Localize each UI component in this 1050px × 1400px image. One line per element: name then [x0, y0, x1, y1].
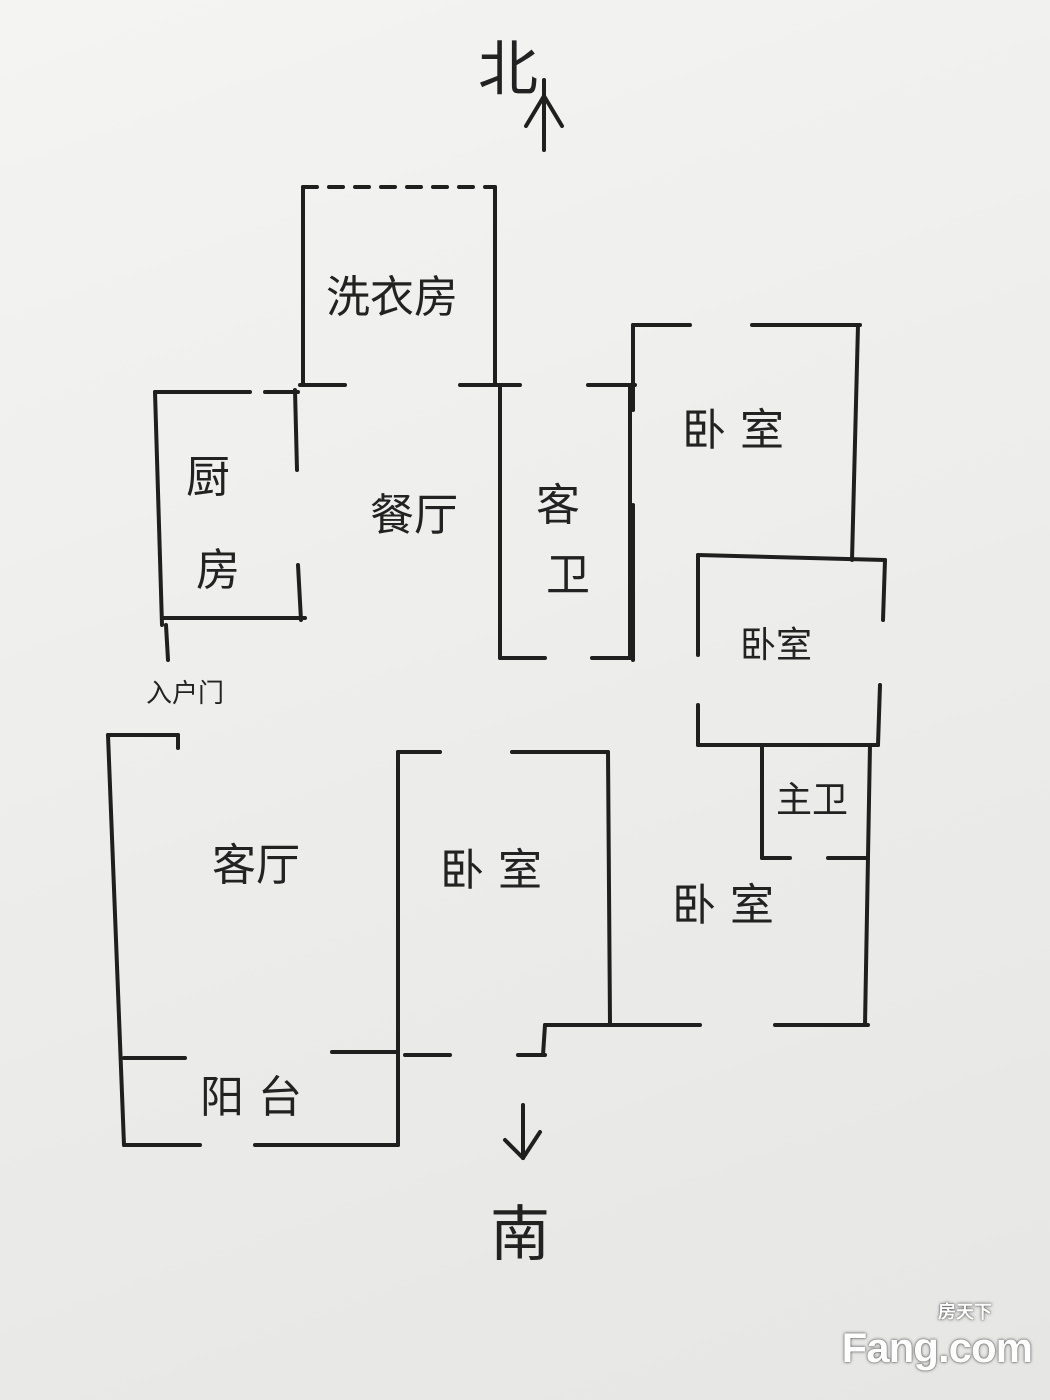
watermark-en: Fang.com — [841, 1324, 1033, 1371]
bedroom-s-label: 卧 室 — [440, 845, 542, 896]
guest-bathroom — [498, 383, 637, 660]
south-arrow — [503, 1103, 542, 1160]
bedroom-s — [396, 750, 612, 1147]
bedroom-mid-label: 卧室 — [740, 625, 812, 666]
master-bathroom — [760, 743, 872, 1027]
laundry-label: 洗衣房 — [326, 272, 458, 323]
entry-door-label: 入户门 — [146, 679, 224, 709]
dining-label: 餐厅 — [370, 490, 458, 541]
living-room — [106, 733, 180, 1147]
kitchen-label-1: 厨 — [186, 452, 230, 503]
bedroom-se-label: 卧 室 — [672, 880, 774, 931]
north-arrow — [524, 78, 564, 152]
kitchen-label-2: 房 — [196, 545, 240, 596]
kitchen — [153, 388, 307, 662]
bedroom-ne-label: 卧 室 — [682, 405, 784, 456]
guest-bath-label-1: 客 — [536, 480, 580, 531]
guest-bath-label-2: 卫 — [546, 550, 590, 601]
bedroom-mid — [696, 553, 887, 747]
south-label: 南 — [490, 1200, 550, 1270]
watermark-cn: 房天下 — [938, 1302, 992, 1322]
north-label: 北 — [478, 35, 538, 105]
fang-watermark: 房天下 Fang.com — [841, 1302, 1033, 1372]
laundry-room — [298, 185, 522, 387]
living-label: 客厅 — [212, 840, 300, 891]
bedroom-ne — [631, 323, 862, 662]
balcony — [122, 1050, 400, 1147]
master-bath-label: 主卫 — [776, 780, 848, 821]
balcony-label: 阳 台 — [200, 1072, 302, 1123]
